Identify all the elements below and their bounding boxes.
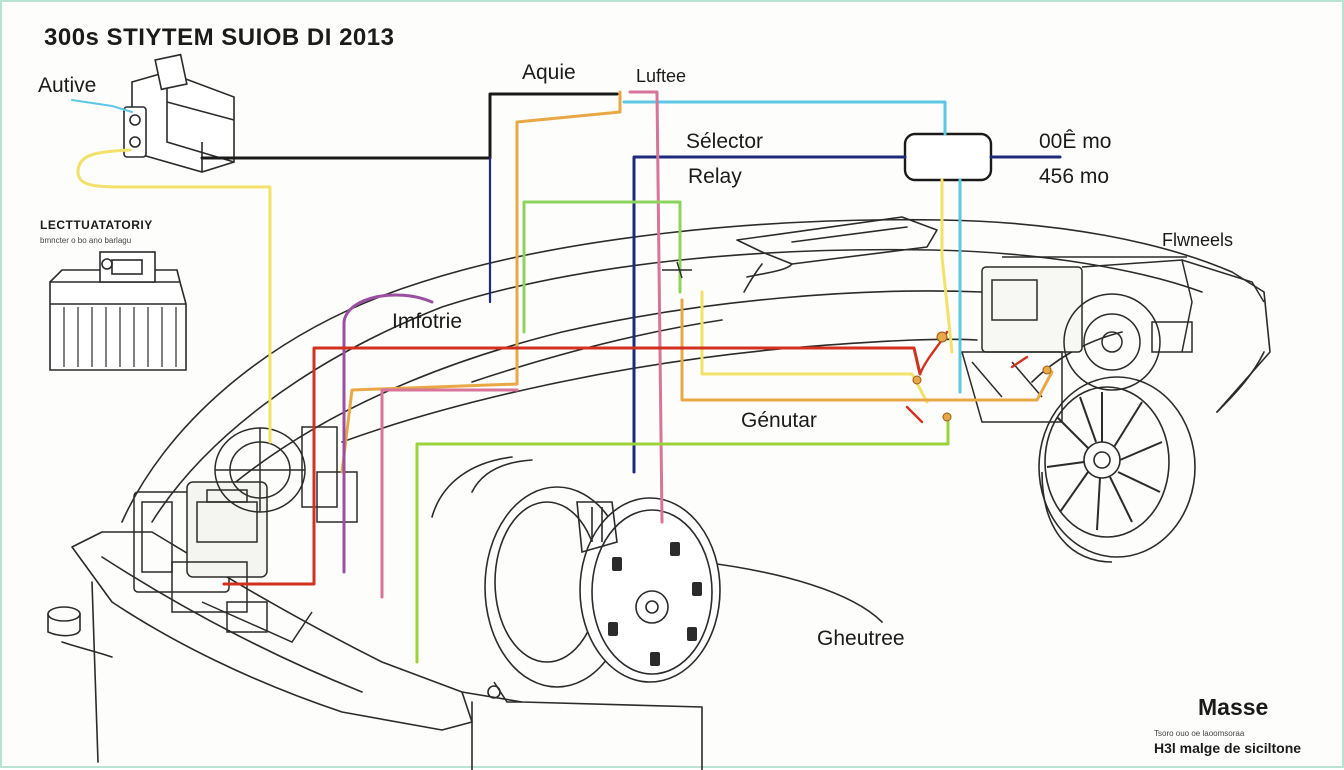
wire-light-green	[522, 200, 682, 334]
label-imfotrie: Imfotrie	[392, 310, 463, 333]
wire-orange-right	[680, 298, 1054, 402]
label-relay: Relay	[688, 165, 742, 188]
diagram-title: 300s STIYTEM SUIOB DI 2013	[44, 24, 395, 51]
label-selector: Sélector	[686, 130, 764, 153]
footnote-small: Tsoro ouo oe laoomsoraa	[1154, 729, 1245, 738]
label-masse: Masse	[1198, 694, 1269, 720]
footnote: H3l malge de siciltone	[1154, 740, 1302, 756]
connectors	[912, 331, 1052, 422]
alternator-component	[123, 53, 235, 173]
label-autive: Autive	[38, 74, 97, 97]
wire-pink-left	[380, 388, 519, 599]
wires	[71, 90, 1062, 664]
wire-red	[222, 346, 922, 586]
wire-cyan	[622, 100, 947, 136]
label-value-top: 00Ê mo	[1039, 130, 1112, 153]
front-engine	[133, 426, 358, 643]
label-battery-caption: bmncter o bo ano barlagu	[40, 236, 132, 245]
selector-relay-box	[903, 132, 993, 182]
label-luftee: Luftee	[636, 66, 687, 86]
label-genutar: Génutar	[741, 409, 817, 432]
wire-green	[415, 420, 950, 664]
wire-purple	[342, 293, 434, 574]
car-body-outline	[47, 216, 1271, 770]
wire-orange-main	[340, 90, 622, 474]
wire-cyan-alt	[71, 99, 133, 113]
label-battery-title: LECTTUATATORIY	[40, 218, 153, 232]
ground-mark	[662, 261, 692, 279]
wire-black	[200, 92, 619, 160]
wire-yellow-relay	[940, 178, 954, 354]
battery-component	[49, 251, 187, 371]
label-gheutree: Gheutree	[817, 627, 905, 650]
center-motor	[484, 486, 721, 703]
rear-engine	[961, 256, 1265, 423]
wire-navy-selector	[632, 155, 907, 474]
label-aquie: Aquie	[522, 61, 576, 84]
label-flywheels: Flwneels	[1162, 230, 1234, 250]
label-value-bottom: 456 mo	[1039, 165, 1110, 188]
flywheel	[1038, 376, 1196, 563]
wire-yellow-alternator	[76, 148, 272, 444]
wire-yellow-right	[700, 290, 929, 404]
wire-pink	[628, 90, 664, 524]
wire-red-right	[905, 355, 1029, 424]
